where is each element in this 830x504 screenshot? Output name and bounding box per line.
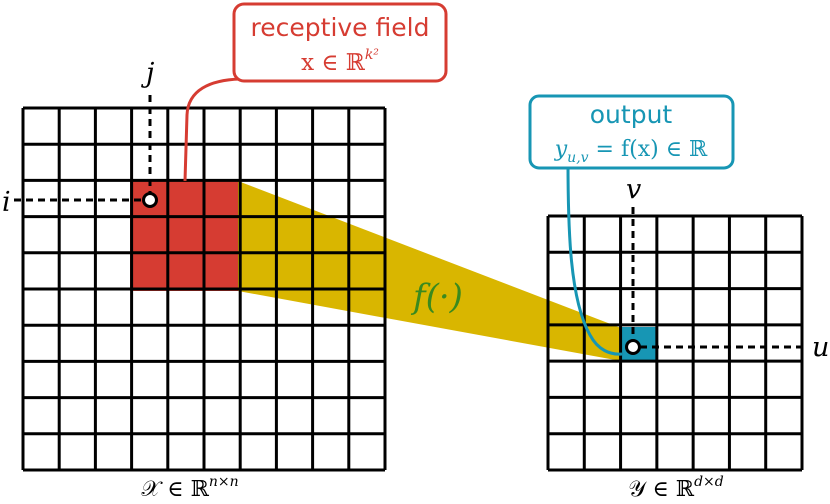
output-col-index-label: v: [626, 174, 641, 205]
projection-wedge: [238, 181, 621, 361]
output-callout-box: [528, 94, 735, 170]
input-grid: [21, 106, 387, 472]
receptive-field-formula: x ∈ ℝk²: [301, 47, 379, 76]
input-col-index-label: j: [141, 58, 154, 89]
output-grid-caption: 𝒴 ∈ ℝd×d: [628, 474, 724, 502]
input-position-marker: [142, 192, 158, 208]
receptive-field-callout-box: [232, 2, 448, 83]
input-grid-caption: 𝒳 ∈ ℝn×n: [141, 474, 238, 502]
output-row-index-label: u: [812, 332, 829, 363]
output-grid: [546, 214, 804, 472]
input-row-index-label: i: [2, 187, 11, 218]
receptive-field-title: receptive field: [251, 13, 430, 42]
output-callout-formula: yu,v = f(x) ∈ ℝ: [554, 137, 708, 166]
output-position-marker: [625, 339, 641, 355]
function-label: f(·): [410, 277, 463, 317]
receptive-field-leader-line: [183, 77, 241, 182]
output-callout-title: output: [590, 100, 673, 129]
output-leader-line: [566, 161, 623, 356]
